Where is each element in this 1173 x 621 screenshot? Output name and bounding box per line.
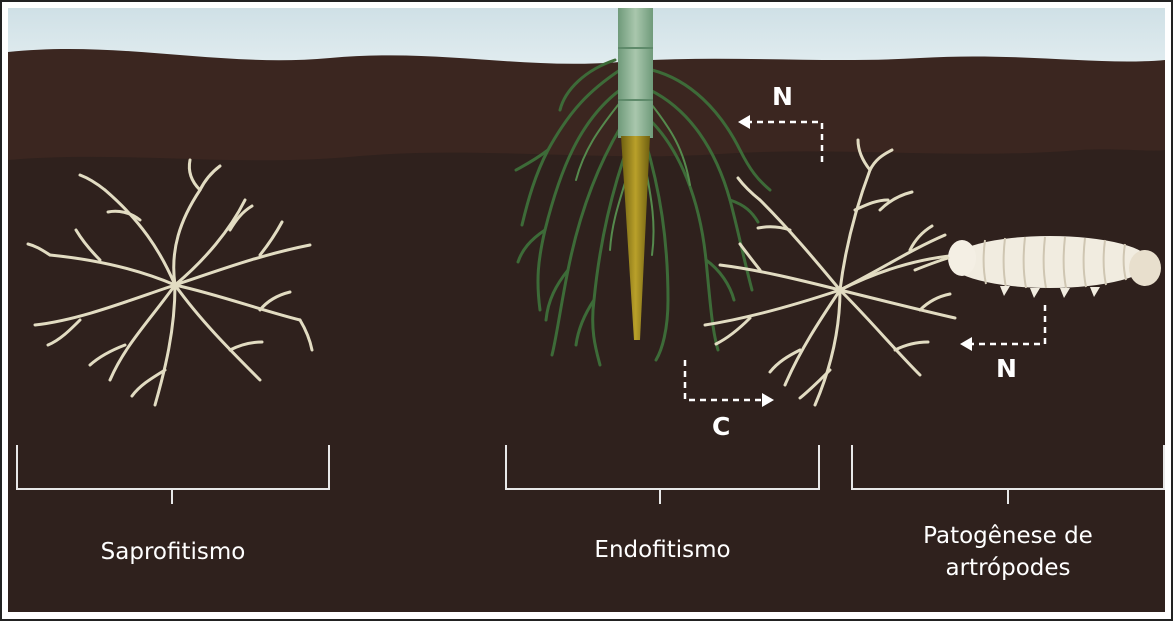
carbon-label: C	[712, 412, 730, 441]
plant-stem	[618, 8, 653, 138]
label-endophytism: Endofitismo	[506, 534, 819, 566]
label-saprophytism: Saprofitismo	[17, 536, 329, 568]
label-arthropod-pathogenesis: Patogênese de artrópodes	[852, 520, 1164, 584]
nitrogen-label-insect: N	[996, 354, 1017, 383]
nitrogen-label-plant: N	[772, 82, 793, 111]
